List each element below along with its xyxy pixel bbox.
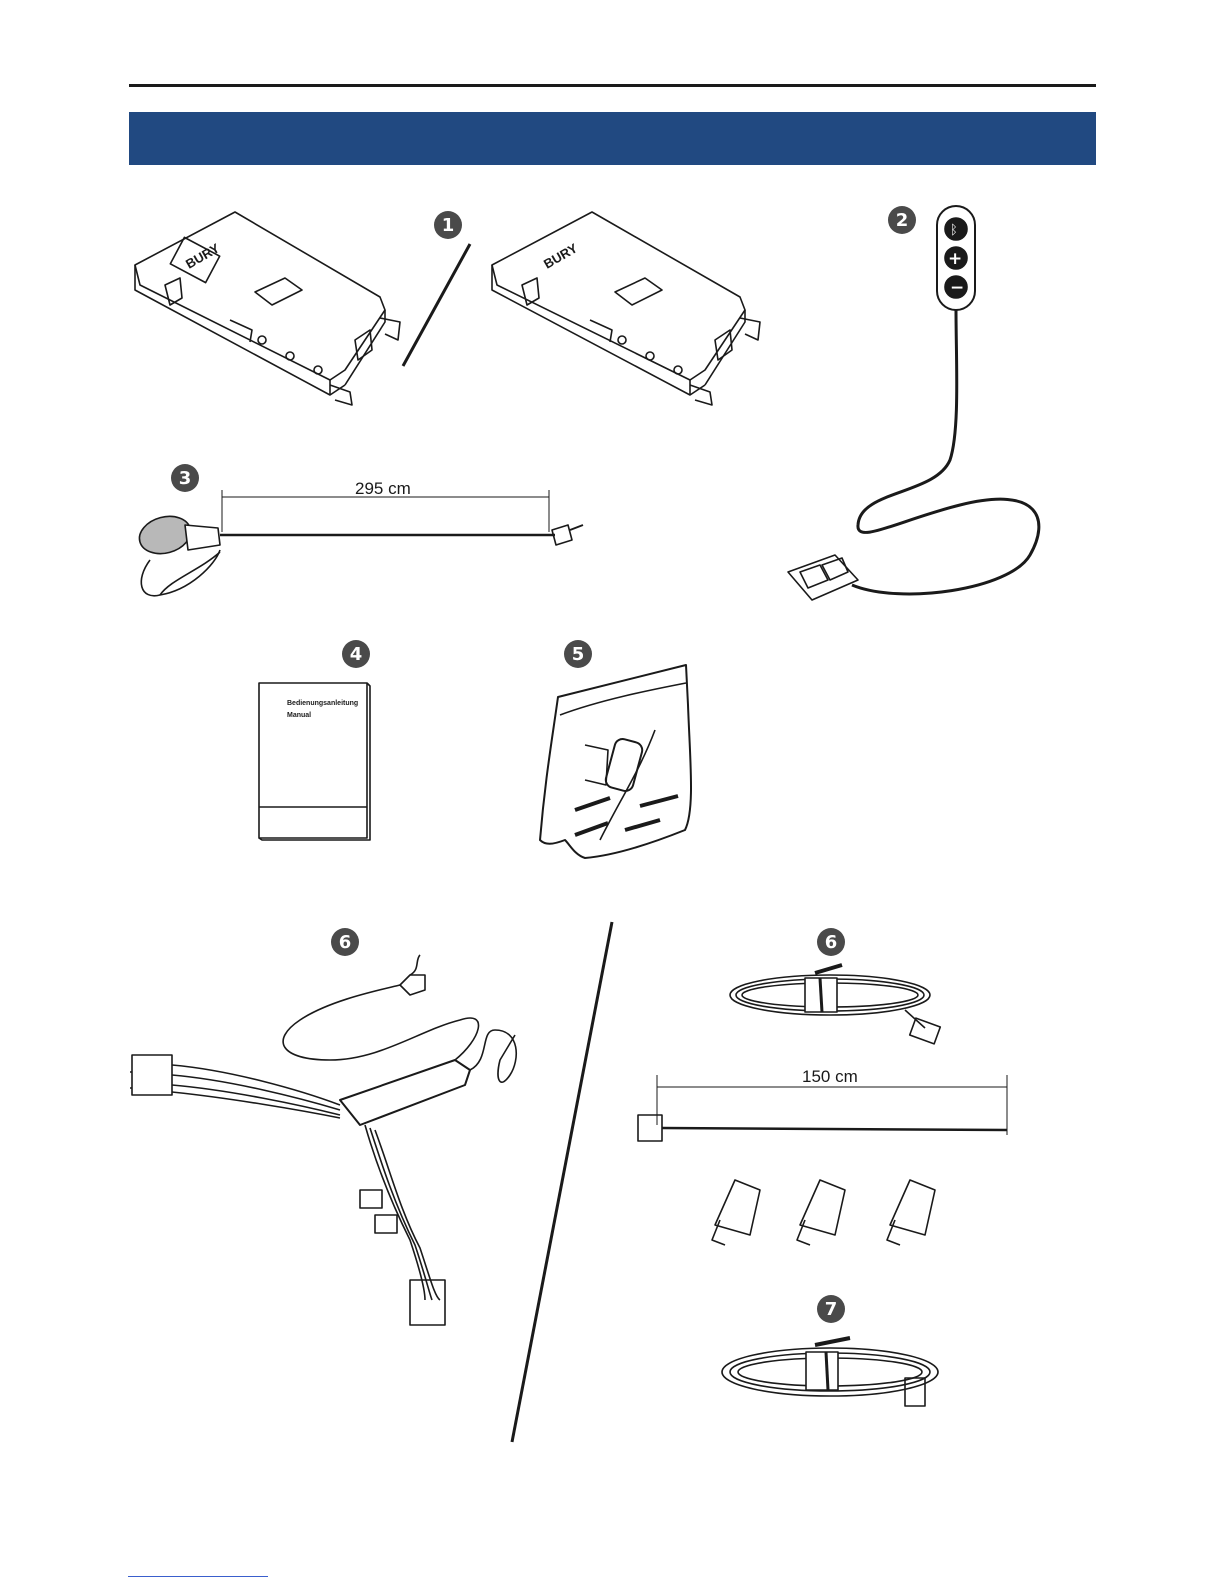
badge-6-cable: 6 [817, 928, 845, 956]
coiled-cable-7 [722, 1338, 938, 1406]
control-unit-right: BURY [492, 212, 760, 405]
svg-text:+: + [948, 249, 962, 269]
badge-1: 1 [434, 211, 462, 239]
badge-7: 7 [817, 1295, 845, 1323]
clips [712, 1180, 935, 1245]
control-unit-left: BURY [135, 212, 400, 405]
badge-3: 3 [171, 464, 199, 492]
manual-title-de: Bedienungsanleitung [287, 698, 358, 710]
svg-text:−: − [950, 278, 964, 298]
badge-5: 5 [564, 640, 592, 668]
coiled-cable-6 [730, 965, 940, 1044]
wiring-harness [130, 955, 516, 1325]
badge-4: 4 [342, 640, 370, 668]
extension-cable-length: 150 cm [802, 1067, 858, 1087]
brand-logo-left: BURY [183, 240, 222, 271]
badge-2: 2 [888, 206, 916, 234]
brand-logo-right: BURY [541, 240, 580, 271]
manual-title-en: Manual [287, 710, 311, 722]
footer-link-underline[interactable] [128, 1576, 268, 1577]
mounting-kit-bag [540, 665, 691, 858]
microphone [135, 490, 583, 596]
mic-cable-length: 295 cm [355, 479, 411, 499]
badge-6-harness: 6 [331, 928, 359, 956]
svg-text:ᛒ: ᛒ [950, 223, 958, 238]
separator-line-2 [512, 922, 612, 1442]
separator-line-1 [403, 244, 470, 366]
remote-control: ᛒ + − [788, 206, 1039, 600]
